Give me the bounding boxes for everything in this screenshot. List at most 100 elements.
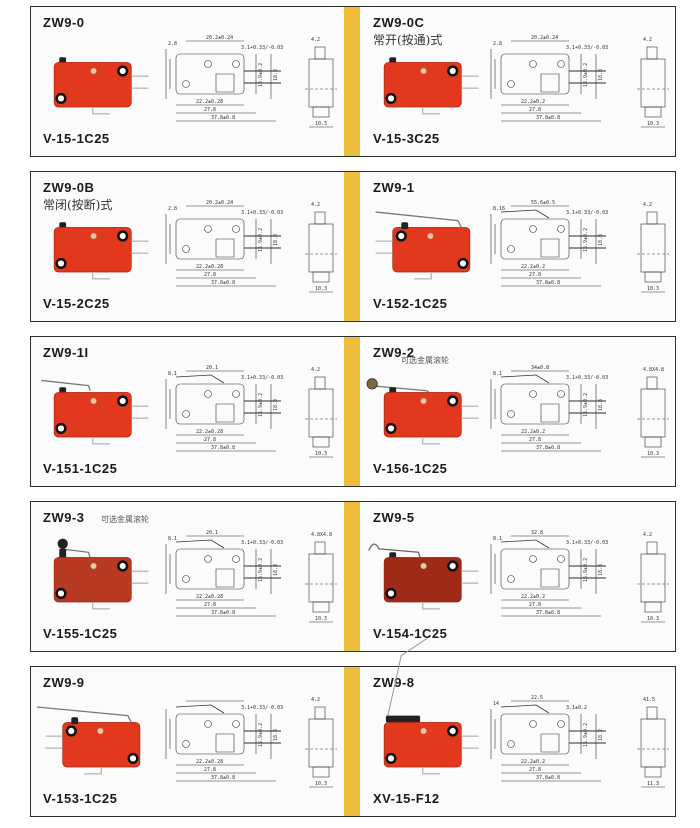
dim-b3: 37.8±0.8: [536, 280, 560, 286]
drawing-hole-icon: [507, 575, 515, 583]
model-name: ZW9-0: [43, 15, 85, 30]
drawing-hole-icon: [529, 390, 537, 398]
part-number: V-154-1C25: [373, 626, 448, 641]
drawing-hole-icon: [507, 410, 515, 418]
model-name: ZW9-0C: [373, 15, 425, 30]
dim-a: 14: [493, 701, 499, 707]
side-view-drawing: 4.8X4.8 10.3: [637, 367, 669, 458]
dim-bore: 3.1+0.33/-0.03: [241, 375, 283, 381]
dim-w: 10.3: [315, 616, 327, 622]
drawing-hole-icon: [232, 555, 240, 563]
side-view-drawing: 4.2 10.3: [637, 37, 669, 128]
roller-icon: [57, 538, 68, 549]
dim-b3: 37.8±0.8: [536, 775, 560, 781]
dim-t: 4.8X4.8: [311, 532, 332, 538]
dim-h1: 15.9±0.2: [583, 723, 589, 747]
part-number: V-15-1C25: [43, 131, 110, 146]
accent-divider: [344, 667, 360, 816]
dim-w: 10.3: [315, 121, 327, 127]
dim-w: 10.3: [647, 121, 659, 127]
dimension-drawing: 32.8 8.1 3.1+0.33/-0.03 15.9±0.2 18.8 22…: [490, 530, 608, 617]
drawing-body-outline: [500, 548, 570, 590]
drawing-body-outline: [175, 53, 245, 95]
accent-divider: [344, 172, 360, 321]
model-subtitle: 常闭(按断)式: [43, 198, 113, 212]
dim-b3: 37.8±0.8: [211, 280, 235, 286]
drawing-hole-icon: [182, 575, 190, 583]
rivet-icon: [420, 67, 427, 75]
rivet-icon: [427, 232, 434, 240]
model-name: ZW9-5: [373, 510, 415, 525]
dim-bore: 3.1+0.33/-0.03: [566, 375, 608, 381]
dim-a: 8.1: [493, 371, 502, 377]
side-view-drawing: 41.5 11.3: [637, 697, 669, 788]
dim-h1: 15.9±0.2: [583, 228, 589, 252]
switch-photo: [375, 211, 471, 280]
dim-b3: 37.8±0.8: [536, 610, 560, 616]
dimension-drawing: 34±0.8 8.1 3.1+0.33/-0.03 15.9±0.2 18.8 …: [490, 365, 608, 452]
product-card: ZW9-1I 20.1 8.1 3.1+0.33/-0.03 15.9±0.2 …: [31, 337, 354, 486]
dim-bore: 3.1+0.33/-0.03: [566, 210, 608, 216]
dim-h2: 18.8: [273, 399, 279, 411]
product-card: ZW9-9 3.1+0.33/-0.03 15.9±0.2 18.8 22.2±…: [31, 667, 354, 816]
switch-photo: [383, 638, 479, 775]
dim-b2: 27.8: [529, 767, 541, 773]
side-view-drawing: 4.8X4.8 10.3: [305, 532, 337, 623]
drawing-hole-icon: [529, 225, 537, 233]
switch-photo: [41, 379, 149, 445]
dim-top: 34±0.8: [531, 365, 549, 371]
drawing-hole-icon: [182, 245, 190, 253]
dim-h1: 15.9±0.2: [583, 393, 589, 417]
drawing-hole-icon: [557, 225, 565, 233]
side-view-drawing: 4.2 10.3: [305, 202, 337, 293]
product-row: ZW9-3 可选金属滚轮 20.1 8.1 3.1+0.33/-0.03 15.…: [30, 501, 676, 652]
part-number: V-15-2C25: [43, 296, 110, 311]
rivet-icon: [90, 232, 97, 240]
product-card: ZW9-5 32.8 8.1 3.1+0.33/-0.03 15.9±0.2 1…: [361, 502, 675, 651]
drawing-hole-icon: [204, 225, 212, 233]
dim-b1: 22.2±0.2: [521, 594, 545, 600]
dim-a: 8.1: [493, 536, 502, 542]
dim-h2: 18.8: [273, 69, 279, 81]
accent-divider: [344, 337, 360, 486]
dim-top: 20.2±0.24: [206, 200, 233, 206]
dim-a: 2.8: [493, 41, 502, 47]
accent-divider: [344, 7, 360, 156]
dim-h1: 15.9±0.2: [583, 558, 589, 582]
dim-h1: 15.9±0.2: [258, 558, 264, 582]
dim-b2: 27.8: [529, 107, 541, 113]
dim-t: 41.5: [643, 697, 655, 703]
part-number: V-151-1C25: [43, 461, 118, 476]
dim-h2: 18.8: [598, 399, 604, 411]
dim-bore: 3.1+0.33/-0.03: [241, 210, 283, 216]
dim-b2: 27.8: [204, 437, 216, 443]
side-view-drawing: 4.2 10.3: [637, 532, 669, 623]
dimension-drawing: 22.5 14 3.1±0.2 15.9±0.2 18.2 22.2±0.2 2…: [490, 695, 606, 782]
dim-t: 4.8X4.8: [643, 367, 664, 373]
part-number: V-156-1C25: [373, 461, 448, 476]
rivet-icon: [97, 727, 104, 735]
drawing-hole-icon: [204, 555, 212, 563]
dim-t: 4.2: [311, 202, 320, 208]
rivet-icon: [420, 562, 427, 570]
roller-icon: [366, 378, 378, 390]
drawing-hole-icon: [182, 740, 190, 748]
drawing-body-outline: [500, 53, 570, 95]
drawing-hole-icon: [529, 555, 537, 563]
product-card: ZW9-3 可选金属滚轮 20.1 8.1 3.1+0.33/-0.03 15.…: [31, 502, 354, 651]
dim-h2: 18.8: [598, 234, 604, 246]
dim-h1: 15.9±0.2: [258, 393, 264, 417]
drawing-hole-icon: [557, 555, 565, 563]
dim-top: 55.6±0.5: [531, 200, 555, 206]
switch-photo: [53, 57, 149, 115]
dim-w: 10.3: [315, 286, 327, 292]
drawing-body-outline: [175, 548, 245, 590]
product-card: ZW9-2 可选金属滚轮 34±0.8 8.1 3.1+0.33/-0.03 1…: [361, 337, 675, 486]
dim-a: 2.8: [168, 41, 177, 47]
dim-h2: 18.8: [598, 69, 604, 81]
product-card: ZW9-1 55.6±0.5 8.16 3.1+0.33/-0.03 15.9±…: [361, 172, 675, 321]
dim-w: 11.3: [647, 781, 659, 787]
dimension-drawing: 55.6±0.5 8.16 3.1+0.33/-0.03 15.9±0.2 18…: [490, 200, 608, 287]
dim-b3: 37.8±0.8: [211, 115, 235, 121]
drawing-body-outline: [175, 713, 245, 755]
